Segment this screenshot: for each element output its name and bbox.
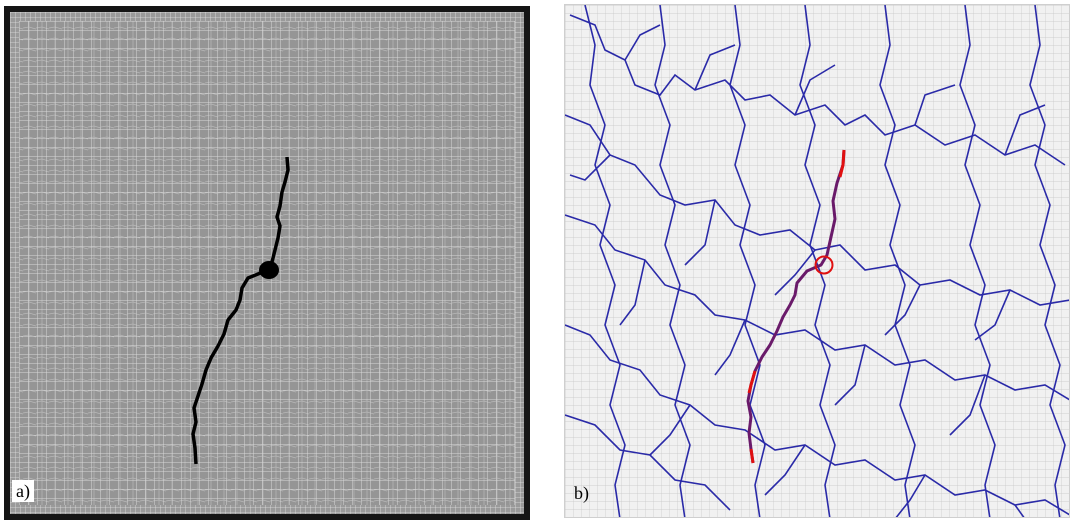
- panel-a-mesh-with-crack: [4, 6, 530, 520]
- blue-network: [565, 5, 1069, 517]
- crack-path: [746, 149, 846, 464]
- panel-a-mesh-area: [10, 12, 524, 514]
- panel-a-svg: [10, 12, 524, 514]
- panel-b-network: [564, 4, 1070, 518]
- panel-a-label: a): [12, 480, 34, 502]
- panel-b-label: b): [574, 483, 589, 503]
- hole-ring: [814, 255, 834, 275]
- hole: [259, 261, 279, 279]
- panel-b-svg: [565, 5, 1069, 517]
- crack: [191, 156, 290, 465]
